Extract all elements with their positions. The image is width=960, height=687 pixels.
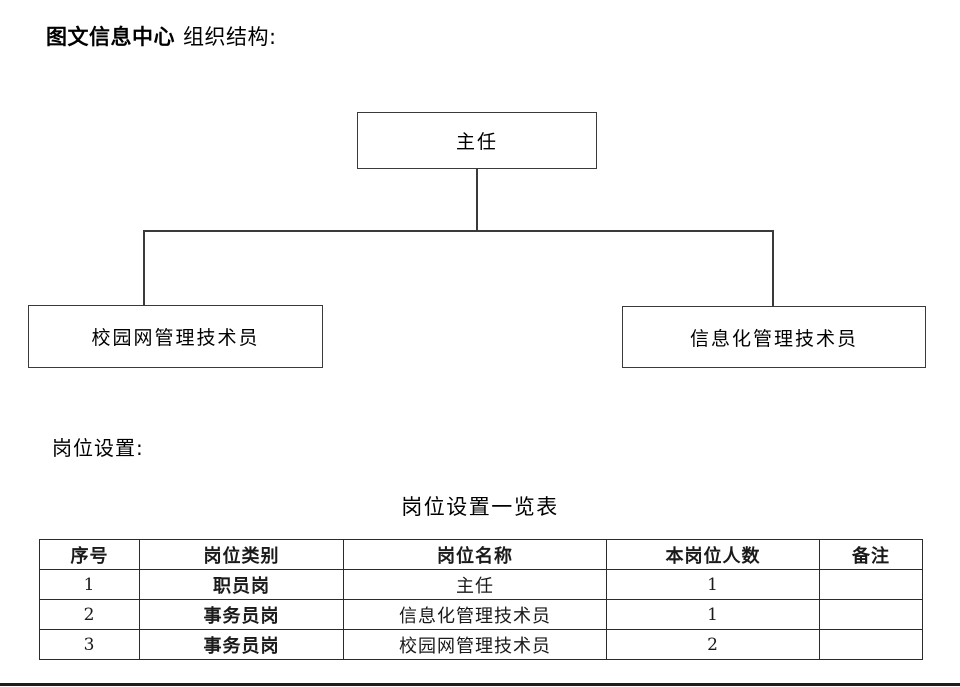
table-header-no: 序号	[39, 539, 140, 570]
org-node-campus-network-label: 校园网管理技术员	[91, 327, 260, 349]
cell-category: 职员岗	[139, 569, 344, 600]
cell-count: 1	[606, 569, 820, 600]
table-header-category: 岗位类别	[139, 539, 344, 570]
position-settings-table: 序号 岗位类别 岗位名称 本岗位人数 备注 1 职员岗 主任 1 2 事务员岗 …	[39, 539, 923, 660]
page-bottom-rule	[0, 683, 960, 686]
org-connector-drop-right	[772, 230, 774, 306]
table-caption: 岗位设置一览表	[401, 495, 559, 519]
cell-remark	[819, 599, 923, 630]
org-node-root-label: 主任	[455, 131, 498, 153]
cell-no: 2	[39, 599, 140, 630]
org-chart: 主任 校园网管理技术员 信息化管理技术员	[28, 112, 926, 368]
org-node-informatization-label: 信息化管理技术员	[689, 327, 858, 350]
table-header-count: 本岗位人数	[606, 539, 820, 570]
table-row: 1 职员岗 主任 1	[39, 569, 923, 600]
cell-remark	[819, 629, 923, 660]
cell-category: 事务员岗	[139, 599, 344, 630]
section-label-positions: 岗位设置:	[52, 436, 144, 460]
table-row: 3 事务员岗 校园网管理技术员 2	[39, 629, 923, 660]
cell-name: 校园网管理技术员	[343, 629, 607, 660]
table-row: 2 事务员岗 信息化管理技术员 1	[39, 599, 923, 630]
org-node-root: 主任	[357, 112, 597, 169]
cell-category: 事务员岗	[139, 629, 344, 660]
cell-count: 1	[606, 599, 820, 630]
cell-remark	[819, 569, 923, 600]
org-connector-drop-left	[143, 230, 145, 306]
org-connector-bus	[143, 230, 774, 232]
table-header-name: 岗位名称	[343, 539, 607, 570]
cell-no: 1	[39, 569, 140, 600]
org-connector-stem	[476, 169, 478, 231]
page-title-bold: 图文信息中心	[46, 25, 175, 49]
org-node-campus-network: 校园网管理技术员	[28, 305, 323, 368]
table-header-remark: 备注	[819, 539, 923, 570]
page-title-regular: 组织结构:	[183, 25, 277, 49]
cell-count: 2	[606, 629, 820, 660]
page-title: 图文信息中心组织结构:	[46, 22, 277, 52]
org-node-informatization: 信息化管理技术员	[622, 306, 926, 368]
cell-name: 信息化管理技术员	[343, 599, 607, 630]
cell-name: 主任	[343, 569, 607, 600]
table-header-row: 序号 岗位类别 岗位名称 本岗位人数 备注	[39, 539, 923, 570]
cell-no: 3	[39, 629, 140, 660]
